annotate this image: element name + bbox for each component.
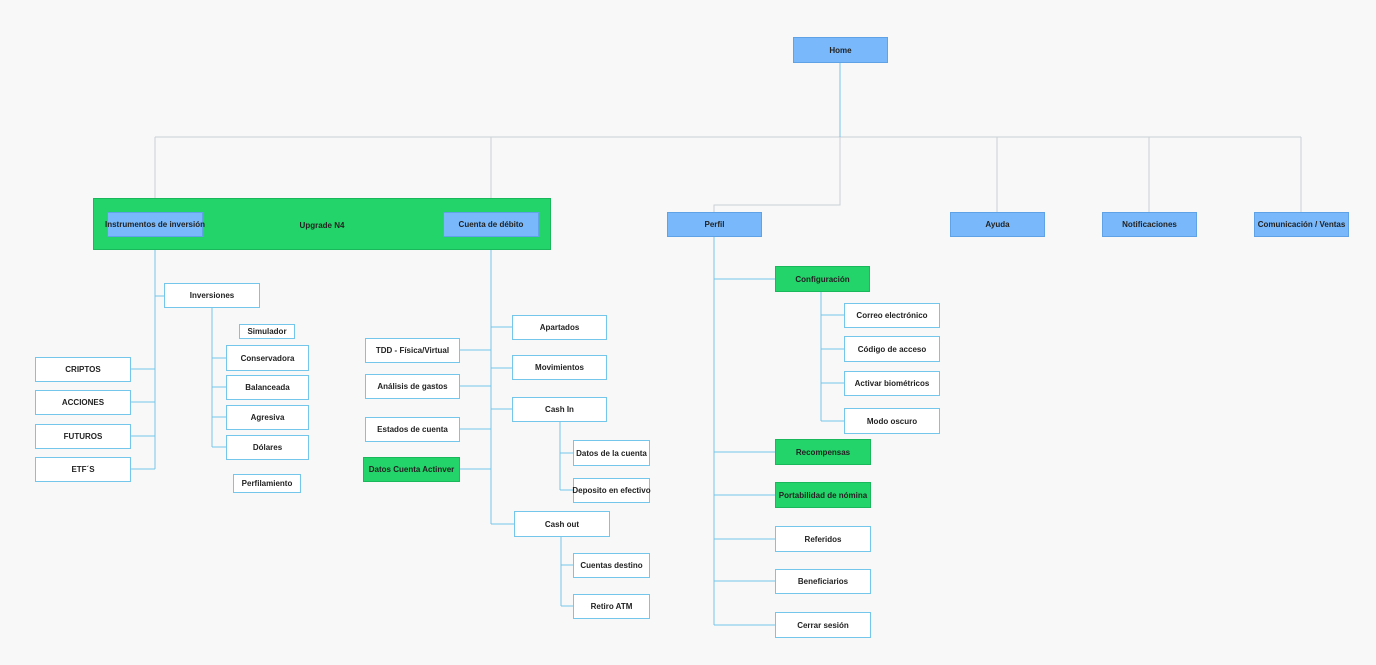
node-correo-electronico[interactable]: Correo electrónico bbox=[844, 303, 940, 328]
node-dolares[interactable]: Dólares bbox=[226, 435, 309, 460]
node-codigo-de-acceso[interactable]: Código de acceso bbox=[844, 336, 940, 362]
node-cash-out[interactable]: Cash out bbox=[514, 511, 610, 537]
node-notificaciones[interactable]: Notificaciones bbox=[1102, 212, 1197, 237]
node-instrumentos-de-inversion[interactable]: Instrumentos de inversión bbox=[105, 212, 205, 237]
node-criptos[interactable]: CRIPTOS bbox=[35, 357, 131, 382]
node-deposito-en-efectivo[interactable]: Deposito en efectivo bbox=[572, 478, 651, 503]
node-cuenta-de-debito[interactable]: Cuenta de débito bbox=[443, 212, 539, 237]
node-configuracion[interactable]: Configuración bbox=[775, 266, 870, 292]
node-comunicacion-ventas[interactable]: Comunicación / Ventas bbox=[1254, 212, 1349, 237]
node-analisis-de-gastos[interactable]: Análisis de gastos bbox=[365, 374, 460, 399]
node-home[interactable]: Home bbox=[793, 37, 888, 63]
node-tdd-fisica-virtual[interactable]: TDD - Física/Virtual bbox=[365, 338, 460, 363]
node-perfilamiento[interactable]: Perfilamiento bbox=[233, 474, 301, 493]
node-etfs[interactable]: ETF´S bbox=[35, 457, 131, 482]
node-simulador[interactable]: Simulador bbox=[239, 324, 295, 339]
node-movimientos[interactable]: Movimientos bbox=[512, 355, 607, 380]
node-activar-biometricos[interactable]: Activar biométricos bbox=[844, 371, 940, 396]
node-recompensas[interactable]: Recompensas bbox=[775, 439, 871, 465]
node-agresiva[interactable]: Agresiva bbox=[226, 405, 309, 430]
node-referidos[interactable]: Referidos bbox=[775, 526, 871, 552]
node-futuros[interactable]: FUTUROS bbox=[35, 424, 131, 449]
node-conservadora[interactable]: Conservadora bbox=[226, 345, 309, 371]
node-inversiones[interactable]: Inversiones bbox=[164, 283, 260, 308]
node-cash-in[interactable]: Cash In bbox=[512, 397, 607, 422]
node-retiro-atm[interactable]: Retiro ATM bbox=[573, 594, 650, 619]
node-estados-de-cuenta[interactable]: Estados de cuenta bbox=[365, 417, 460, 442]
node-portabilidad-de-nomina[interactable]: Portabilidad de nómina bbox=[775, 482, 871, 508]
upgrade-n4-label: Upgrade N4 bbox=[299, 220, 345, 230]
node-apartados[interactable]: Apartados bbox=[512, 315, 607, 340]
node-balanceada[interactable]: Balanceada bbox=[226, 375, 309, 400]
node-cuentas-destino[interactable]: Cuentas destino bbox=[573, 553, 650, 578]
node-beneficiarios[interactable]: Beneficiarios bbox=[775, 569, 871, 594]
node-datos-cuenta-actinver[interactable]: Datos Cuenta Actinver bbox=[363, 457, 460, 482]
node-ayuda[interactable]: Ayuda bbox=[950, 212, 1045, 237]
node-cerrar-sesion[interactable]: Cerrar sesión bbox=[775, 612, 871, 638]
node-datos-de-la-cuenta[interactable]: Datos de la cuenta bbox=[573, 440, 650, 466]
node-modo-oscuro[interactable]: Modo oscuro bbox=[844, 408, 940, 434]
node-perfil[interactable]: Perfil bbox=[667, 212, 762, 237]
node-acciones[interactable]: ACCIONES bbox=[35, 390, 131, 415]
